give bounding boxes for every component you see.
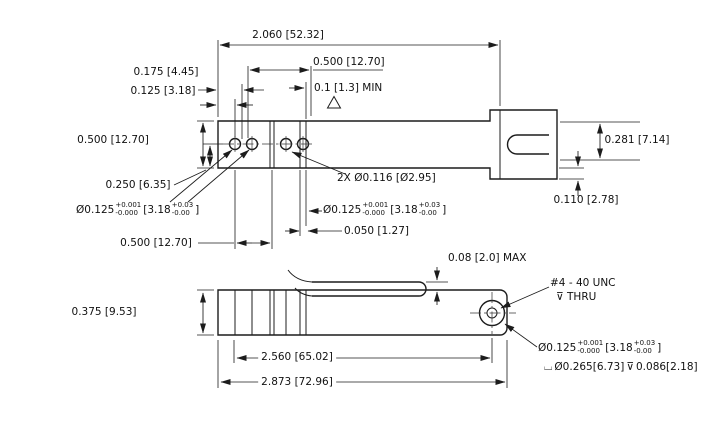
tol-base: Ø0.125 [323,203,362,216]
flexure-slit-lines [269,121,307,168]
tol-upper: +0.001 [362,201,389,209]
thread-thru: ⊽ THRU [556,291,597,303]
dim-edge-to-hole1: 0.125 [3.18] [130,85,196,97]
tol-metric: [3.18 [605,341,633,354]
extension-lines [173,40,640,388]
tol-base: Ø0.125 [538,341,577,354]
centerlines [223,143,516,334]
dimension-lines [169,42,603,385]
tol-metric: [3.18 [143,203,171,216]
side-view-part-outline [217,289,508,336]
tol-lower: -0.000 [577,346,600,355]
tol-metric-lower: -0.00 [171,208,190,217]
tol-upper: +0.001 [577,339,604,347]
callout-counterbore: ⌴ Ø0.265[6.73] ⊽ 0.086[2.18] [544,361,698,373]
thread-callout: #4 - 40 UNC [550,277,616,289]
top-view-part-outline [217,109,558,180]
callout-two-holes: 2X Ø0.116 [Ø2.95] [337,172,436,184]
tol-lower: -0.000 [115,208,138,217]
depth-symbol-icon: ⊽ [626,361,634,373]
hole-left-leader-1 [169,149,233,203]
dim-overall-length-bottom: 2.873 [72.96] [258,376,336,388]
tongue-curve-lower [294,287,313,297]
dim-clevis-width: 0.281 [7.14] [604,134,670,146]
dim-overall-length-top: 2.060 [52.32] [252,29,324,41]
end-hole-centerlines [470,292,516,334]
tol-upper: +0.001 [115,201,142,209]
two-holes-leader [291,151,346,175]
callout-end-hole-dia: Ø0.125 +0.001 -0.000 [3.18 +0.03 -0.00 ] [538,339,662,355]
hole-left-leader-2 [187,149,250,203]
dim-step: 0.110 [2.78] [553,194,619,206]
dim-gap-max: 0.08 [2.0] MAX [448,252,527,264]
side-view-feature-lines [234,290,307,335]
dim-hole-to-hole: 2.560 [65.02] [258,351,336,363]
dim-edge-to-hole2: 0.175 [4.45] [133,66,199,78]
tol-stack: +0.001 -0.000 [115,201,142,217]
dim-thickness: 0.375 [9.53] [71,306,137,318]
end-hole-leader [504,323,538,348]
tol-metric-lower: -0.00 [418,208,437,217]
tol-metric-upper: +0.03 [418,201,441,209]
tol-metric-upper: +0.03 [633,339,656,347]
tol-base: Ø0.125 [76,203,115,216]
counterbore-symbol-icon: ⌴ [544,361,553,373]
dim-width: 0.500 [12.70] [77,134,149,146]
cbore-diameter: Ø0.265[6.73] [554,361,625,373]
callout-hole-dia-left: Ø0.125 +0.001 -0.000 [3.18 +0.03 -0.00 ] [76,201,200,217]
tongue-curve-upper [287,269,313,283]
overload-tongue [312,281,427,297]
dim-hole-offset: 0.250 [6.35] [105,179,171,191]
dim-min-gap: 0.1 [1.3] MIN [314,82,383,94]
tol-close: ] [195,203,200,216]
clevis-slot [506,134,549,155]
dim-slit-position: 0.500 [12.70] [120,237,192,249]
tol-stack: +0.001 -0.000 [362,201,389,217]
tol-metric-lower: -0.00 [633,346,652,355]
tol-metric-stack: +0.03 -0.00 [418,201,441,217]
callout-hole-dia-mid: Ø0.125 +0.001 -0.000 [3.18 +0.03 -0.00 ] [323,201,447,217]
dim-slit-width: 0.050 [1.27] [344,225,409,237]
tol-metric: [3.18 [390,203,418,216]
tol-lower: -0.000 [362,208,385,217]
tol-metric-stack: +0.03 -0.00 [633,339,656,355]
dim-hole-spacing: 0.500 [12.70] [313,56,385,68]
tol-close: ] [442,203,447,216]
tol-stack: +0.001 -0.000 [577,339,604,355]
tol-metric-upper: +0.03 [171,201,194,209]
tol-close: ] [657,341,662,354]
thread-leader [500,286,550,309]
part-inner-lines [234,110,501,335]
flag-note-triangle-icon [326,95,342,109]
tol-metric-stack: +0.03 -0.00 [171,201,194,217]
cbore-depth: 0.086[2.18] [636,361,698,373]
hole-center-ticks [234,136,304,152]
